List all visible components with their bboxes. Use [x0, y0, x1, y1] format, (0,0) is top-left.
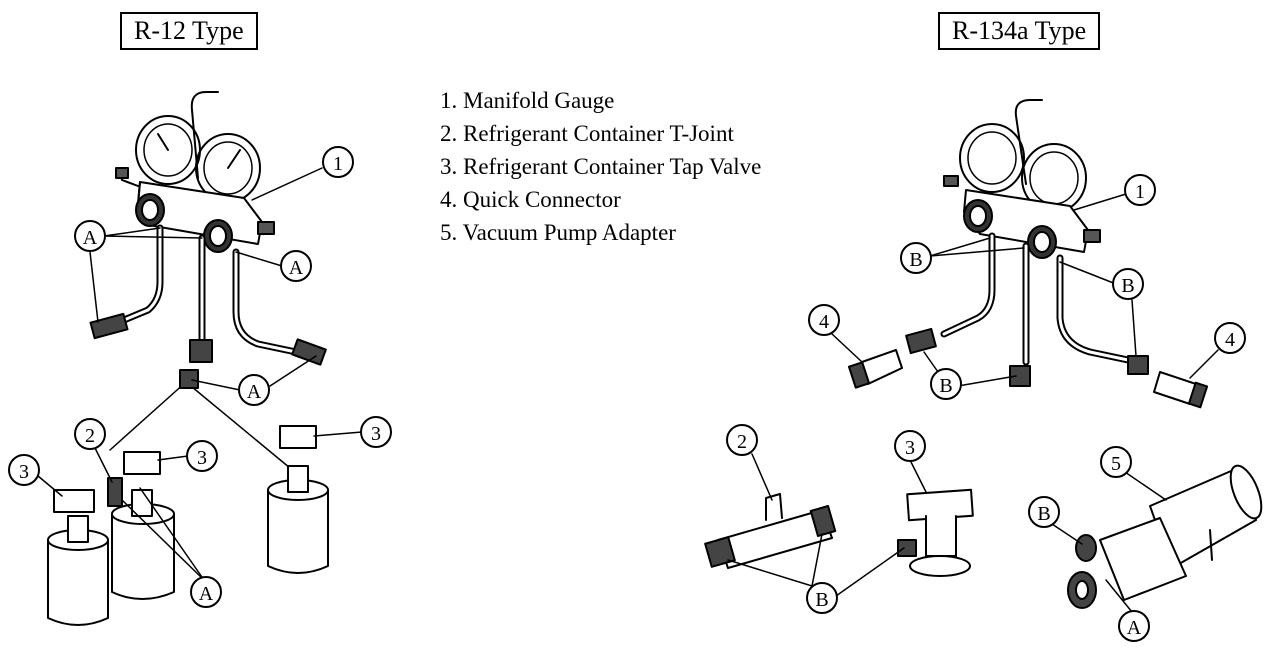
r12-hoses [89, 224, 327, 469]
r12-callout-a-middle: A [238, 374, 270, 406]
svg-text:5: 5 [1111, 453, 1121, 475]
legend-item-manifold-gauge: 1. Manifold Gauge [440, 88, 615, 113]
r12-callout-a-bottom: A [190, 576, 222, 608]
svg-text:B: B [909, 249, 922, 271]
r12-callout-2: 2 [74, 418, 106, 450]
r134a-callout-b-bottom: B [806, 582, 838, 614]
r12-callout-a-top-left: A [74, 220, 106, 252]
svg-text:A: A [1127, 617, 1142, 639]
r12-refrigerant-containers [47, 425, 329, 626]
r12-callout-1: 1 [322, 146, 354, 178]
r134a-tap-valve [897, 488, 974, 577]
r134a-callout-b-right: B [1112, 268, 1144, 300]
svg-text:4: 4 [1225, 329, 1235, 351]
r134a-quick-connectors [847, 349, 1209, 409]
svg-text:A: A [247, 381, 262, 403]
svg-text:3: 3 [371, 423, 381, 445]
r134a-callout-b-middle: B [930, 368, 962, 400]
r134a-callout-4-left: 4 [808, 304, 840, 336]
r134a-t-joint [704, 493, 837, 569]
svg-text:1: 1 [333, 153, 343, 175]
r134a-callout-b-adapter: B [1028, 496, 1060, 528]
svg-text:A: A [289, 257, 304, 279]
legend-item-vacuum-pump-adapter: 5. Vacuum Pump Adapter [440, 220, 676, 245]
svg-text:A: A [199, 583, 214, 605]
svg-text:3: 3 [905, 437, 915, 459]
legend-item-tap-valve: 3. Refrigerant Container Tap Valve [440, 154, 762, 179]
r134a-callout-2: 2 [726, 424, 758, 456]
svg-text:4: 4 [819, 311, 829, 333]
svg-text:B: B [815, 589, 828, 611]
r134a-manifold-gauge [943, 99, 1101, 259]
r134a-callout-b-left: B [900, 242, 932, 274]
legend-item-t-joint: 2. Refrigerant Container T-Joint [440, 121, 734, 146]
r12-manifold-gauge [115, 91, 275, 253]
r134a-callout-5: 5 [1100, 446, 1132, 478]
svg-text:2: 2 [737, 431, 747, 453]
svg-text:B: B [939, 375, 952, 397]
legend-item-quick-connector: 4. Quick Connector [440, 187, 621, 212]
r134a-callout-leaders [727, 193, 1219, 613]
r134a-callout-3: 3 [894, 430, 926, 462]
r12-callout-3-middle: 3 [186, 440, 218, 472]
svg-text:2: 2 [85, 425, 95, 447]
parts-legend: 1. Manifold Gauge 2. Refrigerant Contain… [440, 84, 761, 249]
svg-text:A: A [83, 227, 98, 249]
svg-text:B: B [1121, 275, 1134, 297]
svg-text:1: 1 [1135, 181, 1145, 203]
r12-callout-a-top-right: A [280, 250, 312, 282]
r12-callout-3-right: 3 [360, 416, 392, 448]
r12-type-title: R-12 Type [120, 12, 258, 50]
r134a-type-title: R-134a Type [938, 12, 1101, 50]
r134a-callout-4-right: 4 [1214, 322, 1246, 354]
svg-text:3: 3 [197, 447, 207, 469]
r134a-vacuum-pump-adapter [1067, 464, 1263, 609]
r134a-hoses [905, 232, 1149, 387]
svg-text:3: 3 [19, 461, 29, 483]
svg-text:B: B [1037, 503, 1050, 525]
r12-callout-leaders [37, 167, 363, 581]
r134a-callout-1: 1 [1124, 174, 1156, 206]
r134a-callout-a: A [1118, 610, 1150, 642]
r12-callout-3-left: 3 [8, 454, 40, 486]
